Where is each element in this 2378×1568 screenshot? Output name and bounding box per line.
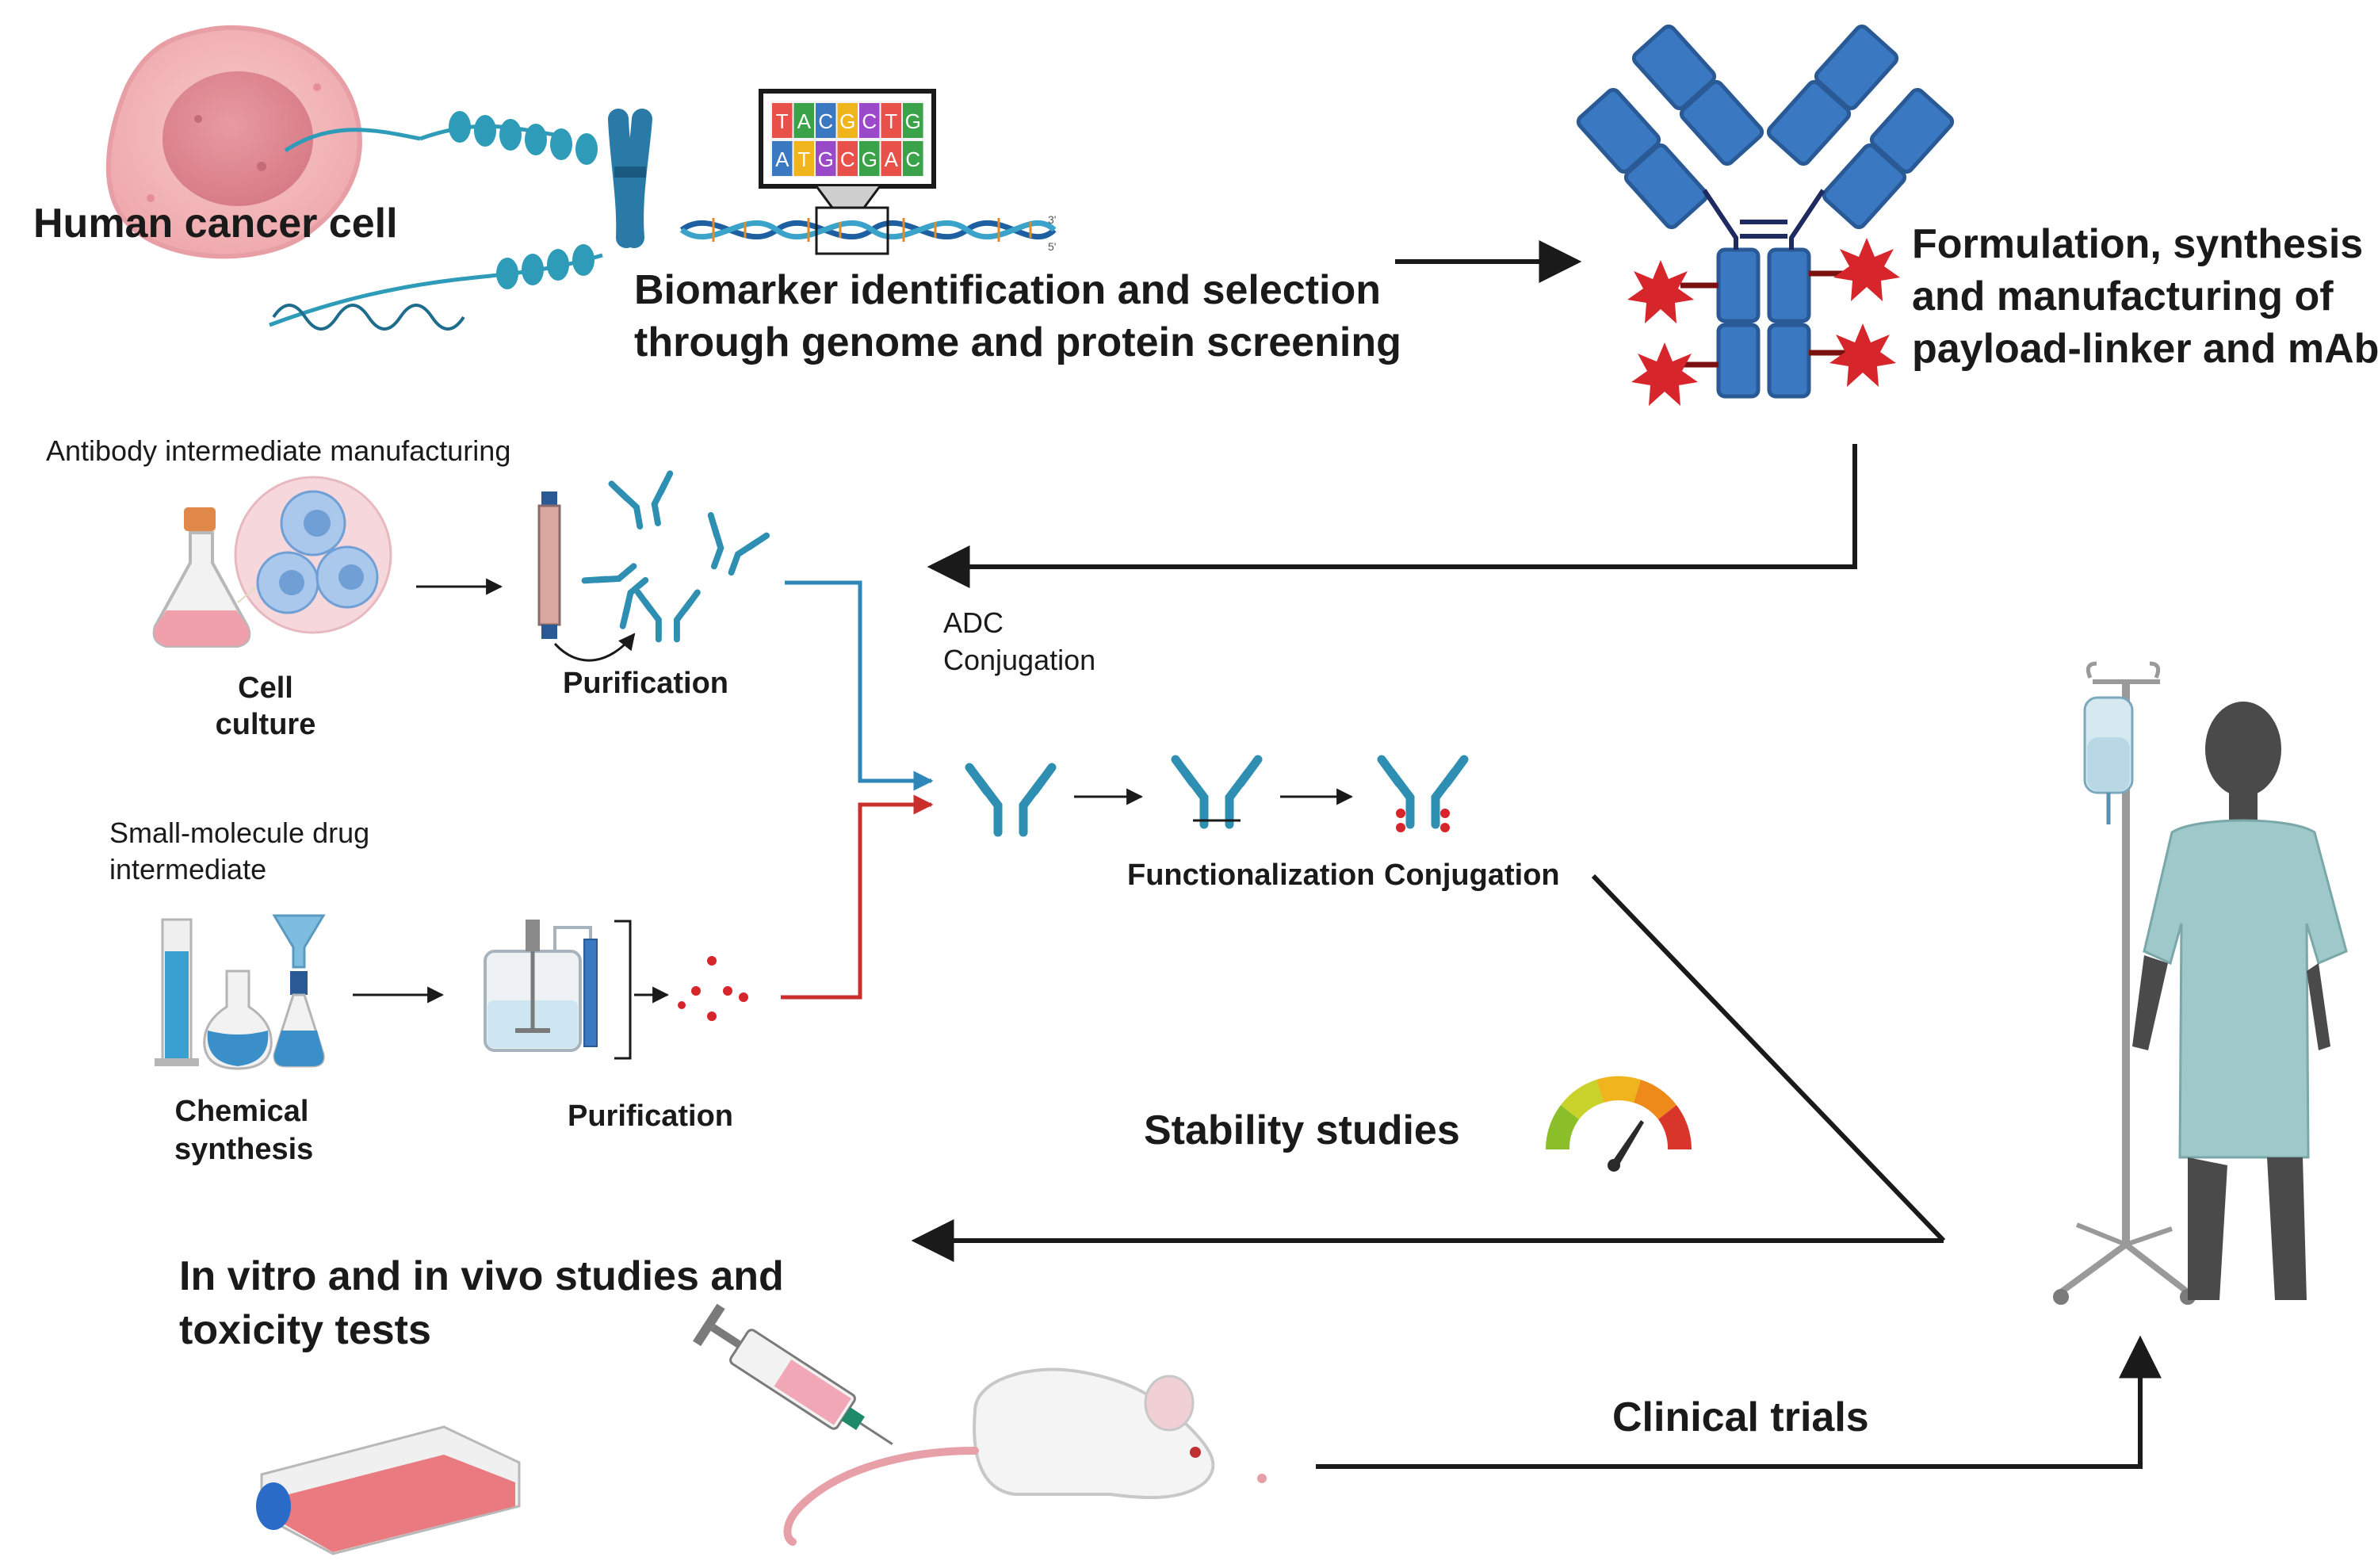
sequence-cell [837,103,858,138]
dna-helix-icon [679,206,1057,255]
label-purification-bottom: Purification [568,1100,734,1133]
label-synthesis: synthesis [174,1133,314,1166]
label-purification-top: Purification [563,667,729,700]
conjugated-antibody-icon [1382,759,1464,832]
connector-diagonal [1591,874,1946,1243]
label-human-cancer-cell: Human cancer cell [33,201,398,247]
sequence-letter: G [818,147,834,171]
label-invitro-line1: In vitro and in vivo studies and [179,1253,784,1299]
sequence-cell [772,141,793,176]
arrow-clinical-trials [1316,1335,2162,1469]
sequence-letter: A [797,109,812,133]
stability-gauge-icon [1546,1076,1692,1172]
label-clinical-trials: Clinical trials [1612,1394,1869,1440]
purification-column-icon [537,491,636,662]
sequence-letter: T [885,109,897,133]
label-small-molecule-line1: Small-molecule drug [109,817,370,849]
sequence-letter: A [775,147,789,171]
sequence-cell [772,103,793,138]
label-conjugation: Conjugation [1384,859,1560,892]
sequence-cell [859,103,880,138]
label-formulation-line2: and manufacturing of [1912,273,2334,319]
strand-end-bottom: 5' [1048,240,1056,253]
syringe-icon [693,1303,893,1445]
sequence-letter: C [862,109,877,133]
sequence-cell [793,103,814,138]
culture-flask-icon [256,1425,521,1555]
sequence-cell [837,141,858,176]
sequence-letter: T [776,109,789,133]
label-small-molecule-line2: intermediate [109,853,267,885]
sequence-letter: C [905,147,920,171]
label-invitro-line2: toxicity tests [179,1307,431,1353]
sequence-cell [903,103,923,138]
label-formulation-line1: Formulation, synthesis [1912,221,2364,267]
label-chemical: Chemical [174,1095,309,1128]
sequence-letter: C [818,109,833,133]
sequence-cell [793,141,814,176]
sequence-letter: A [885,147,899,171]
label-cell: Cell [238,671,293,705]
flow-antibody-to-adc [785,580,934,791]
label-stability: Stability studies [1144,1107,1460,1153]
cancer-cell-icon [105,25,362,259]
strand-end-top: 3' [1048,213,1056,226]
sequence-letter: C [840,147,855,171]
iv-stand-icon [2053,661,2196,1305]
mouse-icon [783,1367,1267,1546]
sequence-letter: G [839,109,855,133]
antibody-drug-conjugate-icon [1576,24,1955,406]
payload-molecules-icon [678,956,748,1021]
patient-icon [2132,702,2348,1300]
sequence-cell [881,141,901,176]
sequence-cell [859,141,880,176]
functionalized-antibody-icon [1176,759,1258,824]
flow-drug-to-adc [781,794,934,1000]
chromosome-icon [608,109,652,248]
sequence-cell [816,141,836,176]
label-adc: ADC [943,606,1004,639]
label-functionalization: Functionalization [1127,859,1375,892]
label-biomarker-line1: Biomarker identification and selection [634,267,1381,313]
label-culture: culture [215,708,316,741]
chromatin-icon [269,111,603,331]
cell-culture-flask-icon [152,476,392,648]
label-biomarker-line2: through genome and protein screening [634,319,1401,365]
antibody-icon [969,767,1052,832]
arrow-to-adc-conjugation [927,444,1857,588]
sequence-letter: T [797,147,810,171]
reactor-purification-icon [484,920,632,1060]
label-conjugation-title: Conjugation [943,644,1096,676]
label-formulation-line3: payload-linker and mAb [1912,326,2378,372]
sequence-letter: G [862,147,877,171]
sequence-cell [881,103,901,138]
chemical-glassware-icon [155,914,326,1070]
sequence-cell [903,141,923,176]
antibody-cluster-icon [585,473,767,639]
label-antibody-intermediate: Antibody intermediate manufacturing [46,434,511,467]
sequence-letter: G [905,109,921,133]
sequence-cell [816,103,836,138]
